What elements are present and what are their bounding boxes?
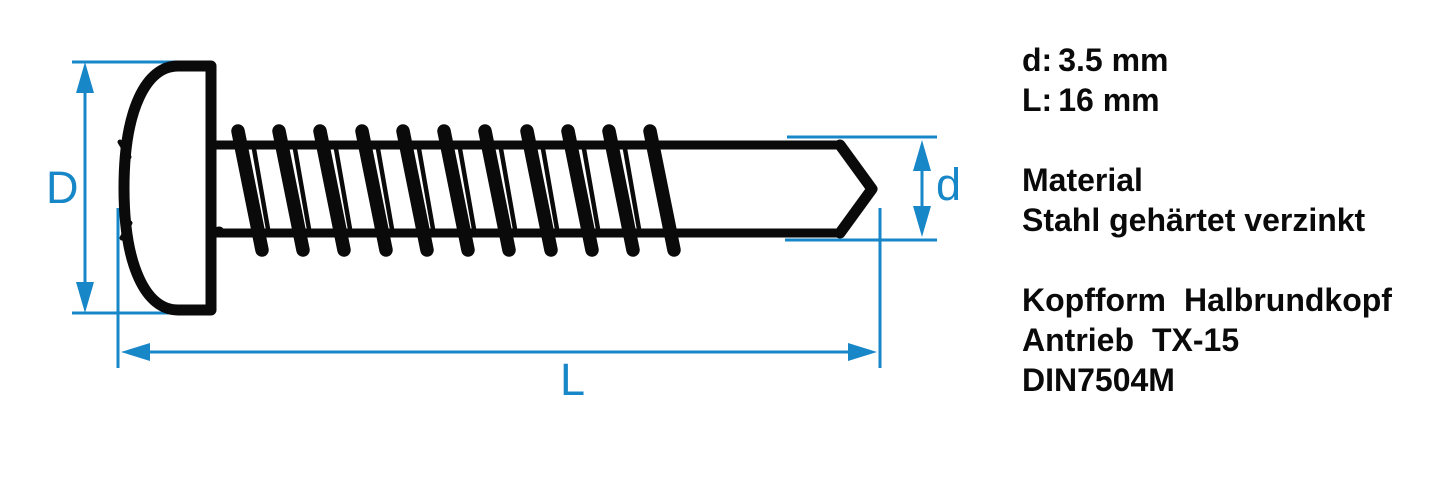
arrow-right-icon <box>848 343 877 361</box>
head-recess-mark-bottom <box>119 220 133 241</box>
screw-threads-front <box>231 124 681 257</box>
spec-diameter-value: 3.5 mm <box>1058 42 1169 78</box>
screw-threads-back <box>251 148 642 230</box>
spec-diameter: d: 3.5 mm <box>1022 40 1392 80</box>
spec-length-value: 16 mm <box>1058 82 1160 118</box>
spec-head-shape: Kopfform Halbrundkopf <box>1022 280 1392 320</box>
screw-drawing <box>117 60 878 316</box>
dimension-label-d: d <box>936 159 961 210</box>
drive-label: Antrieb <box>1022 322 1134 358</box>
dimension-d-lines <box>785 135 937 242</box>
din-standard-text: DIN7504M <box>1022 362 1175 398</box>
screw-head <box>118 60 217 316</box>
spec-drive: Antrieb TX-15 <box>1022 320 1392 360</box>
head-shape-value: Halbrundkopf <box>1183 282 1392 318</box>
head-recess-mark-top <box>117 139 132 160</box>
spec-spacer <box>1022 120 1392 160</box>
spec-length-label: L: <box>1022 82 1053 118</box>
spec-material-heading: Material <box>1022 160 1392 200</box>
material-value-text: Stahl gehärtet verzinkt <box>1022 202 1366 238</box>
arrow-left-icon <box>121 343 150 361</box>
dimension-L-lines <box>116 208 882 368</box>
dimension-label-D: D <box>46 162 79 213</box>
arrow-up-icon <box>76 62 94 93</box>
arrow-down-icon <box>913 206 931 237</box>
arrow-down-icon <box>76 282 94 313</box>
spec-material-value: Stahl gehärtet verzinkt <box>1022 200 1392 240</box>
spec-diameter-label: d: <box>1022 42 1053 78</box>
head-shape-label: Kopfform <box>1022 282 1166 318</box>
spec-spacer <box>1022 240 1392 280</box>
dimension-label-L: L <box>560 354 585 405</box>
arrow-up-icon <box>913 140 931 171</box>
spec-length: L: 16 mm <box>1022 80 1392 120</box>
drive-value: TX-15 <box>1152 322 1240 358</box>
dimension-L: L <box>116 208 882 405</box>
spec-din-standard: DIN7504M <box>1022 360 1392 400</box>
material-heading-text: Material <box>1022 162 1143 198</box>
drill-point <box>834 139 878 239</box>
dimension-d: d <box>785 135 961 242</box>
spec-panel: d: 3.5 mm L: 16 mm Material Stahl gehärt… <box>1022 40 1392 400</box>
dimension-D: D <box>46 60 187 315</box>
